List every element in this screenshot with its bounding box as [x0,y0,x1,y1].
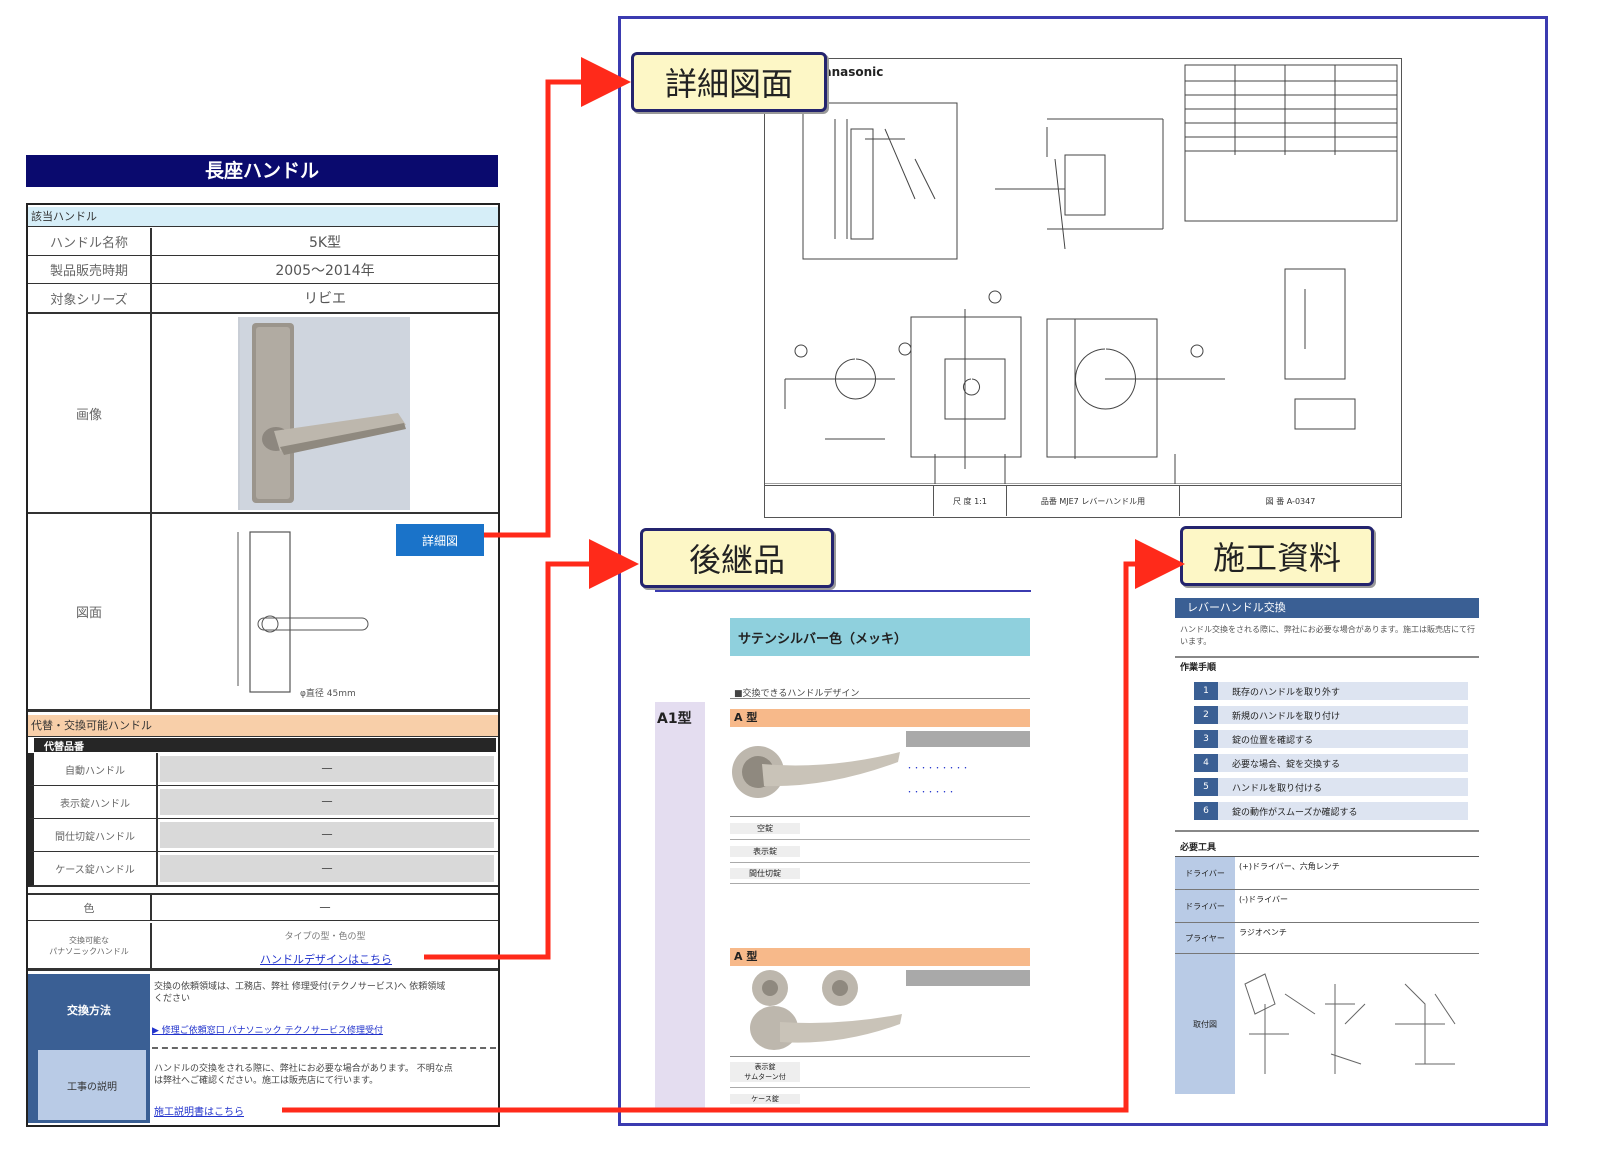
successor-row: 交換可能な パナソニックハンドル タイプの型・色の型 ハンドルデザインはこちら [28,923,498,971]
tools-title: 必要工具 [1180,843,1217,853]
variant-label: 間仕切錠 [730,867,800,879]
row-value: － [160,822,494,848]
procedure-text: 交換の依頼領域は、工務店、弊社 修理受付(テクノサービス)へ 依頼領域ください [154,982,446,1004]
sheet-title: 長座ハンドル [26,155,498,187]
row-label: 画像 [28,314,152,512]
construction-intro: ハンドル交換をされる際に、弊社にお必要な場合があります。施工は販売店にて行います… [1180,625,1475,646]
brand-label: Panasonic [815,65,884,79]
variant-label: 表示錠 サムターン付 [730,1062,800,1082]
spec-row-name: ハンドル名称 5K型 [28,228,498,256]
spec-row-drawing: 図面 φ直径 45mm 詳細図 [28,514,498,712]
row-label: 図面 [28,514,152,709]
detail-drawing-button[interactable]: 詳細図 [396,524,484,556]
lever-handle-photo-2 [750,970,902,1050]
callout-successor: 後継品 [640,528,834,588]
replacement-row: 表示錠ハンドル － [28,786,498,819]
successor-note: タイプの型・色の型 [284,932,366,942]
tools-table: ドライバー (+)ドライバー、六角レンチ ドライバー (-)ドライバー プライヤ… [1175,856,1479,1094]
construction-label: 工事の説明 [38,1050,146,1120]
spec-row-period: 製品販売時期 2005～2014年 [28,256,498,284]
spec-panel: 該当ハンドル ハンドル名称 5K型 製品販売時期 2005～2014年 対象シリ… [26,203,500,1127]
variant-table-1: 空錠 表示錠 間仕切錠 [730,816,1030,884]
replacement-row: 自動ハンドル － [28,753,498,786]
section-header-handle: 該当ハンドル [28,207,498,227]
variant-label: ケース錠 [730,1094,800,1104]
row-label: 間仕切錠ハンドル [34,819,158,851]
dimension-note: φ直径 45mm [300,689,356,699]
technical-drawing [765,64,1401,484]
figure-label: 取付図 [1175,954,1235,1094]
spec-links[interactable]: ・・・・・・・・・・・・・・・・ [906,764,969,796]
row-label: ケース錠ハンドル [34,852,158,885]
installation-figure [1244,973,1456,1074]
row-label: 自動ハンドル [34,753,158,785]
row-value: － [318,900,332,917]
row-value: － [160,756,494,782]
row-label: 対象シリーズ [28,284,152,312]
color-row: 色 － [28,893,498,921]
successor-document: A1型 [655,590,1031,1110]
row-label: 交換可能な パナソニックハンドル [28,923,152,968]
row-value: リビエ [304,291,346,307]
lever-handle-image [240,317,410,510]
variant-label: 表示錠 [730,845,800,857]
row-value: 5K型 [308,234,342,251]
spec-row-series: 対象シリーズ リビエ [28,284,498,314]
type-label: A1型 [657,711,692,727]
handle-design-link[interactable]: ハンドルデザインはこちら [260,953,392,966]
successor-banner: サテンシルバー色（メッキ） [730,618,1030,656]
row-value: 2005～2014年 [275,262,375,279]
variant-table-2: 表示錠 サムターン付 ケース錠 [730,1056,1030,1111]
construction-banner: レバーハンドル交換 [1175,598,1479,618]
row-label: ハンドル名称 [28,228,152,255]
drawing-number-cell: 図 番 A-0347 [1265,496,1316,506]
construction-manual-link[interactable]: 施工説明書はこちら [154,1107,244,1118]
handle-line-drawing [237,531,369,693]
type-column [655,702,705,1110]
dashed-divider [152,1047,496,1049]
repair-contact-link[interactable]: ▶ 修理ご依頼窓口 パナソニック テクノサービス修理受付 [152,1026,383,1036]
section-header-replacement: 代替・交換可能ハンドル [28,715,498,737]
row-label: 製品販売時期 [28,256,152,283]
lever-handle-photo-1 [732,746,900,798]
steps-title: 作業手順 [1180,663,1217,673]
replacement-row: 間仕切錠ハンドル － [28,819,498,852]
scale-cell: 尺 度 1:1 [934,486,1007,516]
row-value: － [160,789,494,815]
procedure-label: 交換方法 [28,974,150,1046]
replacement-row: ケース錠ハンドル － [28,852,498,887]
successor-caption: ■交換できるハンドルデザイン [734,689,860,699]
callout-detail-drawing: 詳細図面 [631,52,827,112]
replacement-header: 代替品番 [34,738,496,753]
model-header-2: A 型 [730,948,1030,966]
row-label: 表示錠ハンドル [34,786,158,818]
model-header-1: A 型 [730,709,1030,727]
detail-drawing-sheet: Panasonic 尺 度 1:1 品番 MJE7 レバーハンドル用 [764,58,1402,518]
part-number-cell: 品番 MJE7 レバーハンドル用 [1007,486,1180,516]
row-value: － [160,855,494,882]
drawing-title-block: 尺 度 1:1 品番 MJE7 レバーハンドル用 図 番 A-0347 [765,485,1401,516]
row-label: 色 [28,895,152,920]
handle-photo [238,317,410,510]
spec-row-image: 画像 [28,314,498,514]
callout-construction: 施工資料 [1180,526,1374,586]
construction-text: ハンドルの交換をされる際に、弊社にお必要な場合があります。 不明な点は弊社へご確… [154,1064,453,1086]
spec-header-bar [906,731,1030,747]
spec-header-bar [906,970,1030,986]
variant-label: 空錠 [730,822,800,834]
